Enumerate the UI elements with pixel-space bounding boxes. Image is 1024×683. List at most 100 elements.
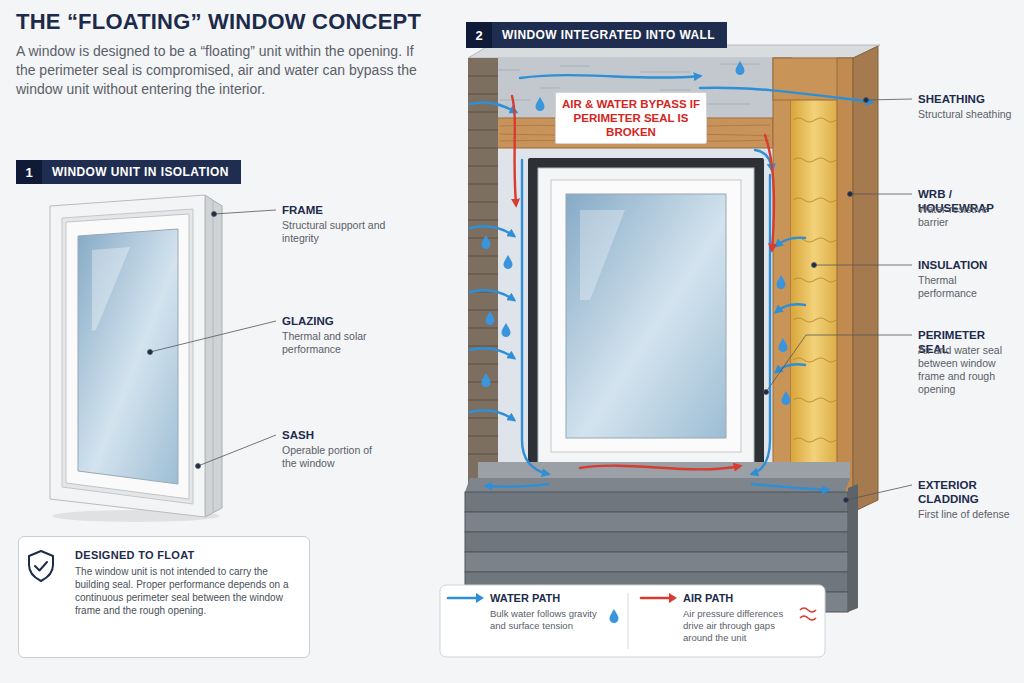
- window-unit-illustration: [62, 209, 193, 504]
- wall-illustration: [848, 484, 858, 612]
- water-drop: [536, 97, 545, 111]
- leader-line: [150, 321, 276, 352]
- wall-illustration: [465, 552, 848, 572]
- leader-line: [866, 99, 912, 100]
- water-path-arrow: [752, 484, 828, 490]
- legend-arrow-line: [448, 597, 479, 600]
- callout-title: INSULATION: [918, 258, 1018, 272]
- intro-text: A window is designed to be a “floating” …: [16, 42, 421, 99]
- wall-illustration: [793, 118, 836, 442]
- leader-line: [198, 435, 276, 466]
- leader-line: [814, 265, 912, 266]
- water-path-arrow: [520, 75, 700, 78]
- legend-description: Bulk water follows gravity and surface t…: [490, 608, 602, 632]
- air-path-arrow: [512, 96, 774, 469]
- legend-description: Air pressure differences drive air throu…: [683, 608, 795, 644]
- legend-frame: [800, 608, 816, 620]
- legend-frame: [440, 585, 825, 657]
- wall-illustration: [551, 180, 741, 452]
- wall-illustration: [468, 76, 498, 454]
- window-unit-illustration: [205, 195, 222, 517]
- legend-sample: [641, 593, 677, 603]
- note-body: The window unit is not intended to carry…: [75, 565, 299, 617]
- note-box: DESIGNED TO FLOATThe window unit is not …: [18, 536, 310, 658]
- water-path-arrow: [470, 226, 514, 236]
- water-drop: [482, 373, 491, 387]
- callout-description: Water-resistive barrier: [918, 203, 1018, 229]
- water-path-arrow: [776, 364, 805, 372]
- window-unit-illustration: [50, 195, 205, 517]
- shield-icon: [29, 551, 53, 581]
- leader-line: [766, 335, 912, 392]
- leader-line: [212, 212, 217, 217]
- callout-description: Thermal and solar performance: [282, 330, 387, 356]
- shield-icon: [29, 551, 53, 581]
- wall-illustration: [791, 100, 837, 480]
- callout-title: EXTERIOR CLADDING: [918, 478, 1018, 506]
- water-path-arrow: [470, 102, 516, 112]
- callout-description: First line of defense: [918, 508, 1018, 521]
- water-drop: [779, 338, 788, 352]
- water-path-arrow: [776, 238, 805, 246]
- wall-illustration: [566, 194, 726, 438]
- water-drop: [502, 323, 511, 337]
- water-drop: [482, 61, 791, 405]
- wall-illustration: [478, 462, 850, 478]
- leader-line: [148, 350, 153, 355]
- callout-title: SASH: [282, 428, 392, 442]
- leader-line: [864, 98, 869, 103]
- air-path-arrow: [765, 135, 774, 250]
- window-unit-illustration: [50, 195, 222, 522]
- callout-description: Operable portion of the window: [282, 444, 387, 470]
- shield-icon: [35, 562, 47, 571]
- legend-sample: [448, 593, 484, 603]
- water-path-arrow: [470, 290, 514, 300]
- callout-title: SHEATHING: [918, 92, 1018, 106]
- section-title: WINDOW UNIT IN ISOLATION: [42, 160, 241, 184]
- leader-line: [196, 464, 201, 469]
- water-path-arrow: [522, 160, 548, 474]
- wall-illustration: [465, 45, 880, 612]
- water-path-arrow: [776, 304, 805, 312]
- callout-title: FRAME: [282, 203, 392, 217]
- leader-line: [214, 210, 276, 214]
- water-drop: [486, 311, 495, 325]
- callout-description: Air and water seal between window frame …: [918, 344, 1018, 396]
- leader-line: [844, 498, 849, 503]
- leader-line: [850, 194, 912, 195]
- legend-arrow-head: [669, 593, 677, 603]
- diagram-title: THE “FLOATING” WINDOW CONCEPT: [16, 9, 421, 35]
- wall-illustration: [465, 478, 850, 492]
- water-path-arrow: [470, 348, 514, 358]
- legend-frame: [628, 593, 629, 649]
- water-drop: [777, 275, 786, 289]
- section-number: 1: [16, 160, 42, 184]
- water-path-arrow: [752, 175, 770, 474]
- water-path-arrow: [470, 75, 872, 490]
- water-drop: [782, 391, 791, 405]
- water-path-arrow: [700, 88, 872, 102]
- water-drop: [736, 61, 745, 75]
- wall-illustration: [468, 58, 498, 498]
- leader-line: [846, 485, 912, 500]
- wall-illustration: [538, 168, 754, 464]
- callout-title: GLAZING: [282, 314, 392, 328]
- legend-title: WATER PATH: [490, 592, 560, 605]
- leader-line: [812, 263, 817, 268]
- air-path-arrow: [512, 96, 516, 205]
- warning-callout: AIR & WATER BYPASS IF PERIMETER SEAL IS …: [555, 92, 707, 144]
- section-header: 2WINDOW INTEGRATED INTO WALL: [466, 22, 727, 48]
- callout-description: Thermal performance: [918, 274, 1018, 300]
- leader-line: [764, 390, 769, 395]
- warning-text: AIR & WATER BYPASS IF PERIMETER SEAL IS …: [560, 97, 702, 139]
- wall-illustration: [465, 512, 848, 532]
- section-number: 2: [466, 22, 492, 48]
- window-unit-illustration: [66, 214, 189, 499]
- legend-frame: [610, 609, 619, 623]
- section-title: WINDOW INTEGRATED INTO WALL: [492, 22, 727, 48]
- legend-arrow-head: [476, 593, 484, 603]
- water-drop: [504, 255, 513, 269]
- legend-title: AIR PATH: [683, 592, 733, 605]
